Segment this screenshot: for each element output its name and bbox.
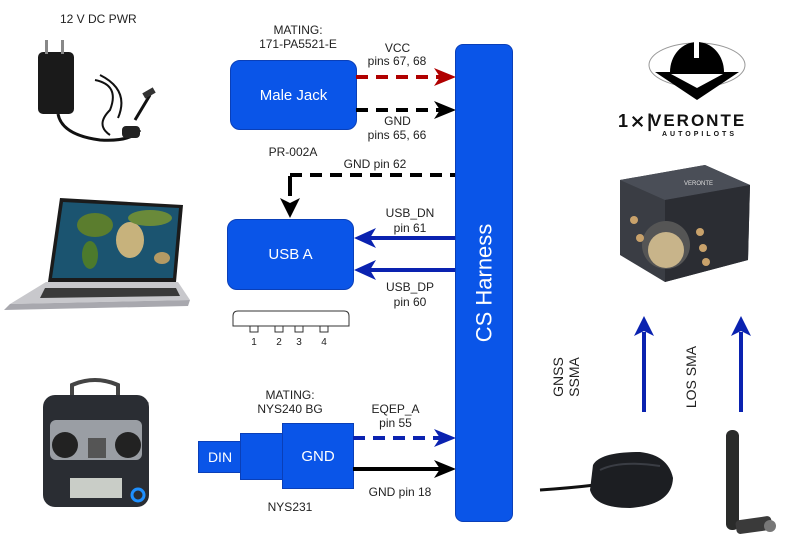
gnd-power-pins: pins 65, 66 [367, 128, 427, 142]
usb-dn-pin: pin 61 [393, 221, 427, 235]
veronte-subbrand: AUTOPILOTS [662, 131, 737, 138]
vcc-label: VCC [384, 41, 411, 55]
veronte-brand: VERONTE [650, 111, 747, 130]
eqep-label: EQEP_A [371, 402, 420, 416]
vcc-arrowhead [434, 68, 456, 86]
svg-text:VERONTE: VERONTE [684, 181, 713, 187]
usb-gnd-label: GND pin 62 [343, 157, 407, 171]
usb-pin-2: 2 [276, 337, 282, 348]
gnd-power-arrowhead [434, 101, 456, 119]
rc-mating-part: NYS240 BG [257, 402, 323, 416]
usb-dn-arrowhead [354, 228, 376, 248]
power-mating-part: 171-PA5521-E [259, 37, 337, 51]
power-title: 12 V DC PWR [60, 12, 137, 26]
usb-pin-4: 4 [321, 337, 327, 348]
eqep-pin: pin 55 [379, 416, 412, 430]
power-part-number: PR-002A [268, 145, 318, 159]
rc-gnd-label: GND pin 18 [368, 485, 432, 499]
power-mating-label: MATING: [273, 23, 323, 37]
usb-dp-arrowhead [354, 260, 376, 280]
rc-gnd-arrowhead [434, 460, 456, 478]
usb-gnd-arrowhead [280, 198, 300, 218]
los-arrowhead [731, 316, 751, 336]
male-jack-connector: Male Jack [230, 60, 357, 130]
vcc-pins: pins 67, 68 [367, 54, 427, 68]
usb-dp-pin: pin 60 [393, 295, 427, 309]
rc-gnd-connector: GND [282, 423, 354, 489]
rc-part-number: NYS231 [267, 500, 313, 514]
rc-mating-label: MATING: [265, 388, 315, 402]
usb-dp-label: USB_DP [385, 280, 435, 294]
gnd-power-label: GND [384, 114, 411, 128]
veronte-logo-mark: 1⨯| [618, 111, 655, 131]
usb-a-connector: USB A [227, 219, 354, 290]
usb-pin-1: 1 [251, 337, 257, 348]
usb-pin-3: 3 [296, 337, 302, 348]
gnss-arrowhead [634, 316, 654, 336]
usb-dn-label: USB_DN [385, 206, 435, 220]
cs-harness: CS Harness [455, 44, 513, 522]
eqep-arrowhead [434, 429, 456, 447]
